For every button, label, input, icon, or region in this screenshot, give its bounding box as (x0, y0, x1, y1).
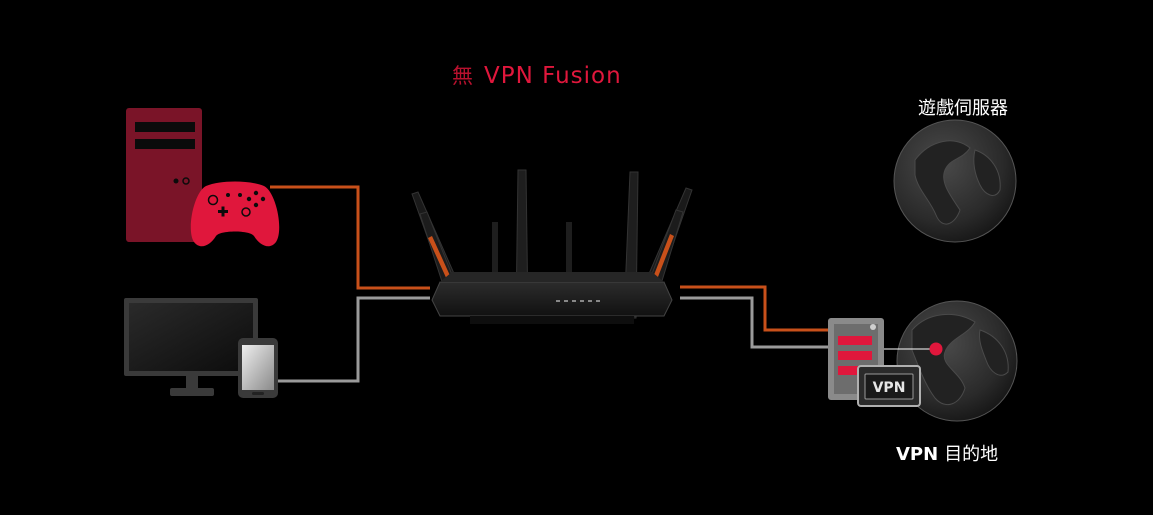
vpn-destination-suffix: 目的地 (944, 444, 999, 465)
globe-icon (878, 300, 1018, 422)
internet-connection-line (680, 296, 830, 349)
device-connection-line (278, 296, 430, 383)
vpn-badge-label: VPN (873, 380, 906, 396)
vpn-destination-prefix: VPN (896, 444, 939, 465)
diagram-title: 無 VPN Fusion (452, 60, 622, 90)
globe-icon (893, 119, 1017, 243)
game-server-label: 遊戲伺服器 (918, 98, 1008, 119)
vpn-location-marker (929, 342, 943, 356)
router-icon (411, 169, 693, 324)
connection-lines (270, 185, 830, 383)
gamepad-icon (190, 181, 280, 247)
pc-tower-icon (126, 108, 202, 242)
monitor-icon (124, 298, 258, 396)
title-text: VPN Fusion (484, 63, 622, 89)
smartphone-icon (238, 338, 278, 398)
vpn-tunnel-line (680, 285, 830, 332)
gaming-connection-line (270, 185, 430, 290)
title-icon-char: 無 (452, 64, 474, 88)
vpn-badge-icon: VPN (857, 365, 921, 407)
